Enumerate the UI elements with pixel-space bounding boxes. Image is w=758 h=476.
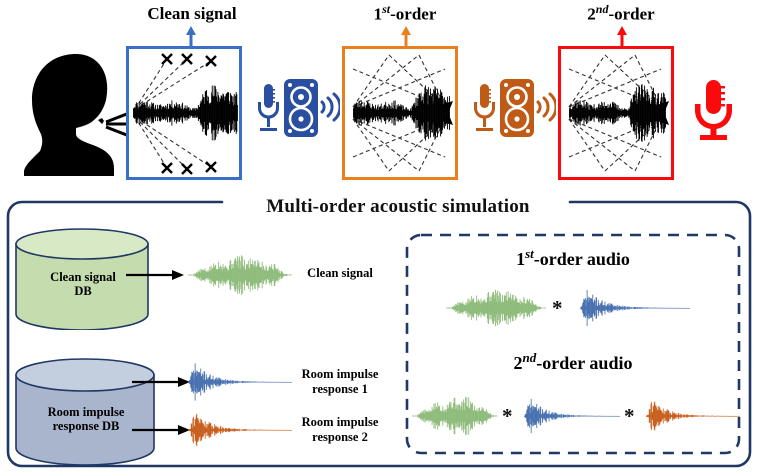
first-order-audio-title-tail: -order audio [533,249,630,269]
first-order-room [342,46,458,180]
rir-2-wave-label: Room impulse response 2 [288,415,392,444]
arrow-rir-db-to-wave-1 [132,377,190,387]
second-order-audio-title-base: 2 [513,353,523,373]
arrow-up-icon-clean [186,26,196,48]
clean-signal-db-line1: Clean signal [50,270,116,284]
arrow-clean-db-to-wave [126,270,184,280]
panel-title: Multi-order acoustic simulation [266,196,530,217]
first-order-label: 1st-order [340,2,470,25]
clean-signal-db-line2: DB [74,284,92,298]
rir-2-wave [188,413,292,447]
panel-outline [6,200,752,468]
convolution-box [405,233,741,455]
first-order-label-base: 1 [373,4,383,24]
loudspeaker-icon-orange [500,79,534,137]
rir-2-wave-line2: response 2 [312,429,368,444]
rir-2-wave-line1: Room impulse [301,415,379,429]
first-order-audio-title: 1st-order audio [420,246,726,270]
second-order-operand-speech [412,397,498,435]
second-order-operand-rir2 [646,401,740,431]
sound-wave-icon-blue [320,92,340,122]
clean-signal-label-text: Clean signal [147,4,237,23]
convolution-operator-2a: * [502,404,513,428]
rir-1-wave [188,363,292,401]
arrow-rir-db-to-wave-2 [132,425,190,435]
convolution-operator-2b: * [624,404,635,428]
first-order-audio-title-sup: st [525,246,534,261]
clean-room-waveform [133,85,238,141]
clean-signal-db-cylinder [15,228,149,330]
rir-1-wave-line1: Room impulse [301,367,379,381]
second-order-audio-title-tail: -order audio [536,353,633,373]
rir-1-wave-line2: response 1 [312,381,368,396]
arrow-up-icon-second [617,26,627,48]
head-silhouette-icon [24,54,130,176]
second-order-audio-title: 2nd-order audio [420,350,726,374]
second-order-operand-rir1 [524,398,620,434]
first-order-audio-title-base: 1 [516,249,526,269]
sound-wave-icon-orange [536,92,556,122]
rir-db-label: Room impulse response DB [14,405,158,433]
rir-1-wave-label: Room impulse response 1 [288,367,392,396]
clean-signal-wave-label: Clean signal [288,266,392,281]
clean-signal-wave [188,255,292,295]
rir-db-line2: response DB [52,419,120,433]
second-order-room-waveform [569,84,666,142]
rir-db-line1: Room impulse [47,405,125,419]
clean-signal-db-label: Clean signal DB [14,270,152,298]
arrow-up-icon-first [401,26,411,48]
microphone-icon-blue [257,84,280,131]
second-order-label: 2nd-order [556,2,686,25]
first-order-label-sup: st [382,2,391,16]
second-order-label-sup: nd [595,2,609,16]
clean-signal-room-content [133,53,238,175]
first-order-operand-rir1 [580,289,690,327]
first-order-operand-speech [446,289,546,327]
loudspeaker-icon-blue [284,79,318,137]
first-order-room-content [352,54,453,172]
clean-signal-label: Clean signal [128,4,256,24]
second-order-label-base: 2 [587,4,596,24]
microphone-icon-red [695,80,732,140]
clean-signal-wave-line1: Clean signal [307,266,373,280]
convolution-operator-1: * [552,296,563,320]
second-order-room-content [568,54,669,172]
second-order-label-tail: -order [608,4,655,24]
second-order-audio-title-sup: nd [522,350,537,365]
first-order-room-waveform [353,85,450,141]
microphone-icon-orange [473,84,496,131]
second-order-room [558,46,674,180]
clean-signal-room [126,46,242,180]
rir-db-cylinder [15,358,155,466]
first-order-label-tail: -order [390,4,437,24]
